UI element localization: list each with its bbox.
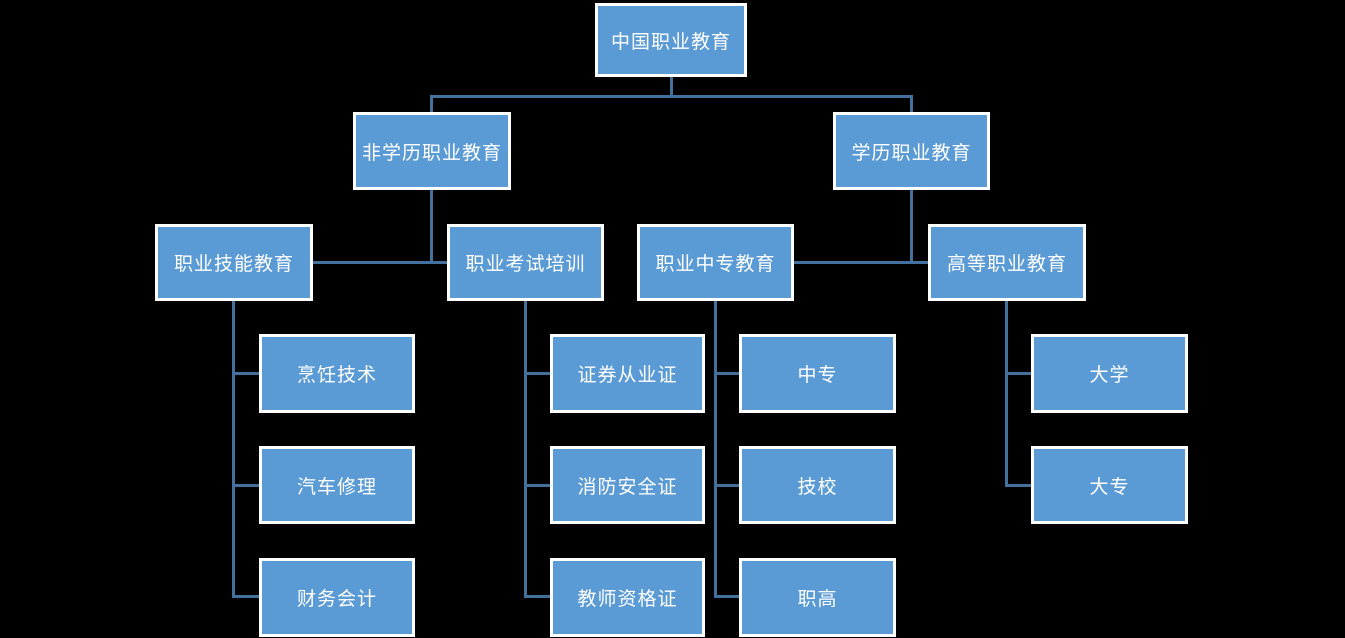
connector-stub-teacher [524, 595, 550, 598]
connector-academic-trunk [910, 190, 913, 264]
node-vocational-exam-training: 职业考试培训 [447, 224, 604, 301]
node-non-academic-vocational-education: 非学历职业教育 [353, 112, 511, 190]
connector-stub-cooking [232, 372, 259, 375]
connector-stub-accounting [232, 595, 259, 598]
connector-level2-crossbar [430, 95, 913, 98]
node-technical-school: 技校 [739, 446, 896, 524]
connector-stub-zhongzhuan [714, 372, 739, 375]
node-teacher-qualification: 教师资格证 [550, 558, 705, 637]
node-china-vocational-education: 中国职业教育 [595, 3, 747, 77]
node-academic-vocational-education: 学历职业教育 [833, 112, 990, 190]
connector-academic-crossbar [794, 261, 928, 264]
connector-exam-trunk [524, 301, 527, 598]
connector-stub-university [1005, 372, 1031, 375]
node-vocational-secondary-education: 职业中专教育 [637, 224, 794, 301]
node-vocational-skills-education: 职业技能教育 [155, 224, 313, 301]
node-university: 大学 [1031, 334, 1188, 413]
connector-non-academic-crossbar [313, 261, 447, 264]
connector-stub-vocational-high [714, 595, 739, 598]
connector-higher-trunk [1005, 301, 1008, 487]
node-zhongzhuan: 中专 [739, 334, 896, 413]
connector-secondary-trunk [714, 301, 717, 598]
connector-stub-auto-repair [232, 484, 259, 487]
connector-stub-junior-college [1005, 484, 1031, 487]
node-vocational-high-school: 职高 [739, 558, 896, 637]
connector-to-academic [910, 95, 913, 112]
node-cooking-technology: 烹饪技术 [259, 334, 415, 413]
connector-skills-trunk [232, 301, 235, 598]
node-auto-repair: 汽车修理 [259, 446, 415, 524]
node-financial-accounting: 财务会计 [259, 558, 415, 637]
connector-non-academic-trunk [430, 190, 433, 264]
node-junior-college: 大专 [1031, 446, 1188, 524]
node-higher-vocational-education: 高等职业教育 [928, 224, 1086, 301]
node-fire-safety-certificate: 消防安全证 [550, 446, 705, 524]
connector-stub-technical-school [714, 484, 739, 487]
connector-to-non-academic [430, 95, 433, 112]
node-securities-qualification: 证券从业证 [550, 334, 705, 413]
connector-stub-fire-safety [524, 484, 550, 487]
connector-root-trunk [670, 77, 673, 97]
connector-stub-securities [524, 372, 550, 375]
